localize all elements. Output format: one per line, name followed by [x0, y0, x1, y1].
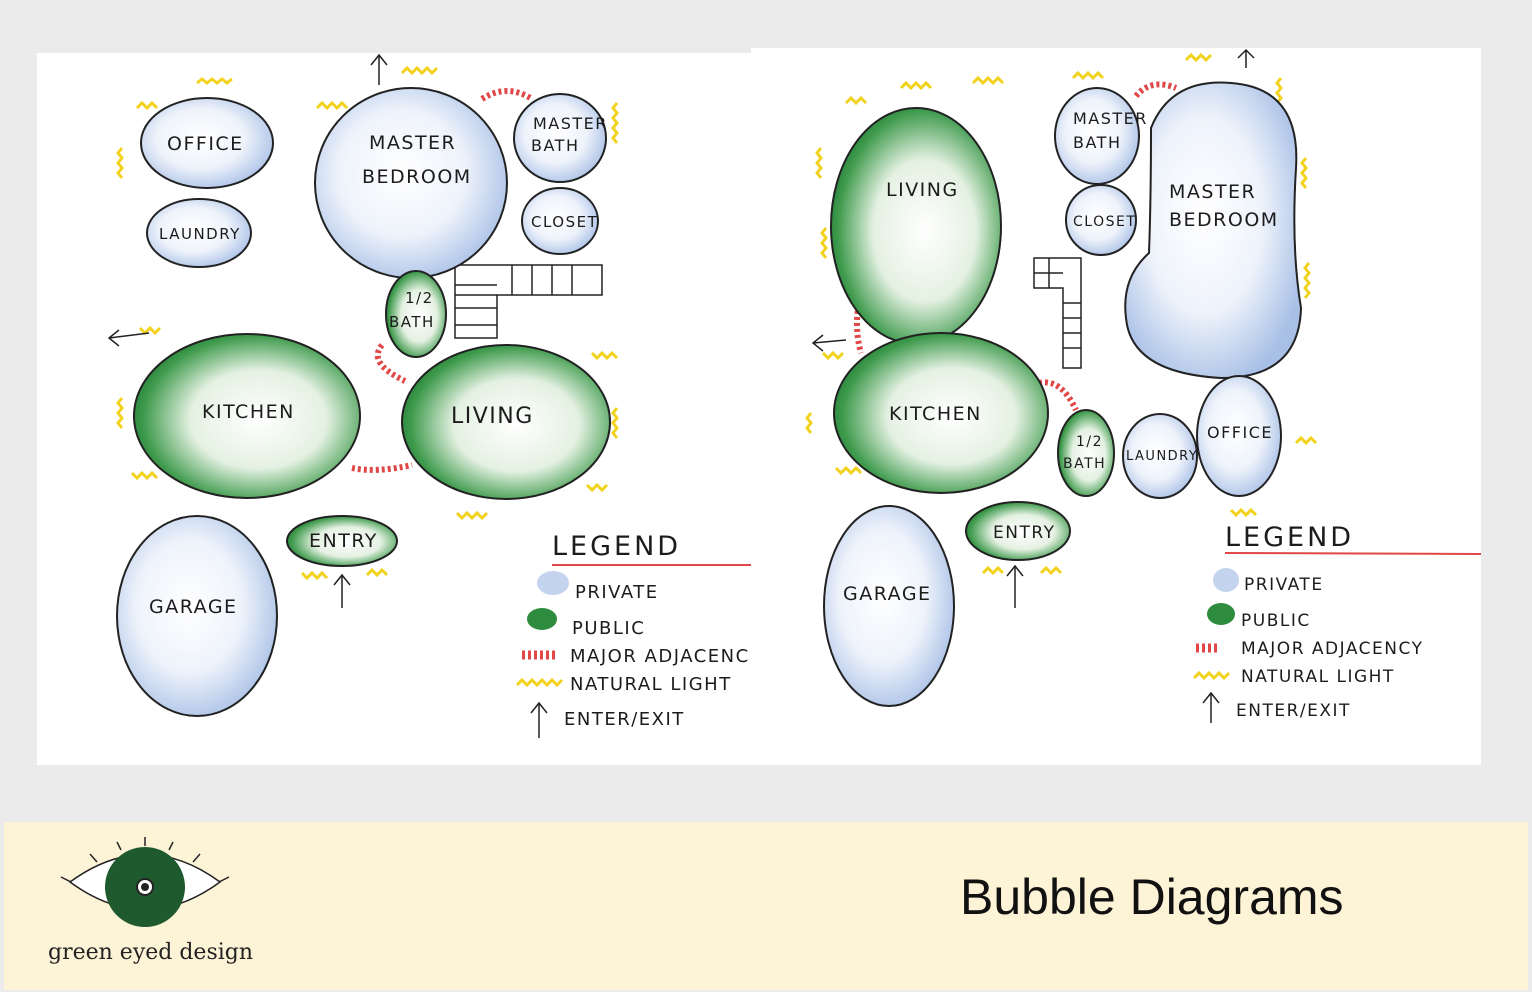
- svg-text:LEGEND: LEGEND: [1225, 522, 1354, 553]
- svg-text:GARAGE: GARAGE: [843, 583, 932, 605]
- svg-text:MASTER: MASTER: [369, 132, 456, 154]
- green-eye-logo-icon: [60, 837, 230, 927]
- svg-text:CLOSET: CLOSET: [531, 213, 598, 231]
- svg-text:ENTRY: ENTRY: [993, 523, 1055, 543]
- room-garage: GARAGE: [823, 505, 955, 707]
- natural-light-marks: [116, 65, 619, 581]
- svg-text:PUBLIC: PUBLIC: [1241, 611, 1311, 631]
- room-closet: CLOSET: [1065, 184, 1137, 256]
- room-closet: CLOSET: [521, 187, 599, 255]
- enter-exit-arrows: [811, 48, 1255, 608]
- legend: LEGEND PRIVATE PUBLIC MAJOR ADJACENC NAT…: [515, 531, 751, 738]
- room-entry: ENTRY: [286, 515, 398, 567]
- room-office: OFFICE: [1196, 375, 1282, 497]
- room-living: LIVING: [401, 344, 611, 500]
- svg-text:1/2: 1/2: [405, 289, 434, 307]
- svg-text:ENTER/EXIT: ENTER/EXIT: [564, 709, 685, 730]
- legend-private-swatch: [537, 571, 569, 595]
- svg-text:MAJOR ADJACENC: MAJOR ADJACENC: [570, 646, 750, 667]
- room-garage: GARAGE: [116, 515, 278, 717]
- legend-arrow-icon: [1202, 691, 1220, 723]
- room-master-bath: MASTER BATH: [513, 93, 608, 183]
- svg-text:GARAGE: GARAGE: [149, 596, 238, 618]
- legend-public-swatch: [527, 608, 557, 630]
- svg-text:KITCHEN: KITCHEN: [889, 403, 982, 425]
- legend: LEGEND PRIVATE PUBLIC MAJOR ADJACENCY NA…: [1192, 522, 1481, 723]
- legend-light-swatch: [515, 677, 564, 688]
- left-bubble-diagram: OFFICE LAUNDRY MASTER BEDROOM MASTER BAT…: [37, 53, 751, 765]
- natural-light-marks: [805, 52, 1318, 576]
- room-master-bath: MASTER BATH: [1054, 87, 1148, 185]
- svg-text:PRIVATE: PRIVATE: [575, 582, 659, 603]
- legend-public-swatch: [1207, 603, 1235, 625]
- legend-arrow-icon: [530, 701, 548, 738]
- svg-text:OFFICE: OFFICE: [167, 133, 244, 155]
- svg-text:KITCHEN: KITCHEN: [202, 401, 295, 423]
- svg-text:LIVING: LIVING: [886, 179, 959, 201]
- svg-text:PUBLIC: PUBLIC: [572, 618, 645, 639]
- footer-banner: [4, 822, 1528, 990]
- svg-text:MASTER: MASTER: [1073, 109, 1148, 128]
- svg-text:LIVING: LIVING: [451, 404, 534, 429]
- room-office: OFFICE: [140, 97, 274, 189]
- svg-text:MAJOR ADJACENCY: MAJOR ADJACENCY: [1241, 639, 1423, 659]
- room-kitchen: KITCHEN: [833, 332, 1049, 494]
- adjacency-marks: [351, 88, 534, 473]
- svg-text:MASTER: MASTER: [1169, 181, 1256, 203]
- svg-text:CLOSET: CLOSET: [1073, 214, 1136, 230]
- legend-light-swatch: [1192, 670, 1231, 681]
- room-entry: ENTRY: [965, 501, 1071, 561]
- stairs: [1033, 257, 1082, 369]
- svg-text:ENTRY: ENTRY: [309, 530, 378, 552]
- room-half-bath: 1/2 BATH: [385, 270, 447, 358]
- svg-text:BATH: BATH: [1073, 133, 1121, 152]
- svg-text:1/2: 1/2: [1076, 434, 1103, 450]
- enter-exit-arrows: [107, 53, 388, 608]
- stairs: [454, 264, 603, 339]
- svg-text:MASTER: MASTER: [533, 114, 608, 133]
- room-master-bedroom: MASTER BEDROOM: [314, 87, 508, 279]
- room-master-bedroom: MASTER BEDROOM: [1124, 81, 1303, 380]
- svg-text:BATH: BATH: [389, 313, 435, 331]
- svg-text:ENTER/EXIT: ENTER/EXIT: [1236, 701, 1351, 721]
- room-living: LIVING: [830, 107, 1002, 345]
- room-kitchen: KITCHEN: [133, 333, 361, 499]
- logo-text: green eyed design: [48, 940, 254, 965]
- right-bubble-diagram: LIVING MASTER BATH CLOSET MASTER BEDROOM…: [751, 48, 1481, 765]
- room-laundry: LAUNDRY: [1122, 413, 1198, 499]
- room-laundry: LAUNDRY: [146, 198, 252, 268]
- room-half-bath: 1/2 BATH: [1057, 409, 1115, 497]
- svg-text:LEGEND: LEGEND: [552, 531, 681, 562]
- svg-text:BEDROOM: BEDROOM: [362, 166, 472, 188]
- svg-text:NATURAL LIGHT: NATURAL LIGHT: [570, 674, 732, 695]
- page-title: Bubble Diagrams: [960, 869, 1344, 925]
- svg-text:OFFICE: OFFICE: [1207, 423, 1273, 442]
- legend-private-swatch: [1213, 568, 1239, 592]
- svg-text:LAUNDRY: LAUNDRY: [1126, 449, 1198, 464]
- svg-text:BATH: BATH: [531, 136, 579, 155]
- svg-text:BATH: BATH: [1063, 456, 1106, 472]
- svg-text:BEDROOM: BEDROOM: [1169, 209, 1279, 231]
- svg-text:NATURAL LIGHT: NATURAL LIGHT: [1241, 667, 1395, 687]
- svg-text:PRIVATE: PRIVATE: [1244, 575, 1324, 595]
- svg-text:LAUNDRY: LAUNDRY: [159, 225, 241, 243]
